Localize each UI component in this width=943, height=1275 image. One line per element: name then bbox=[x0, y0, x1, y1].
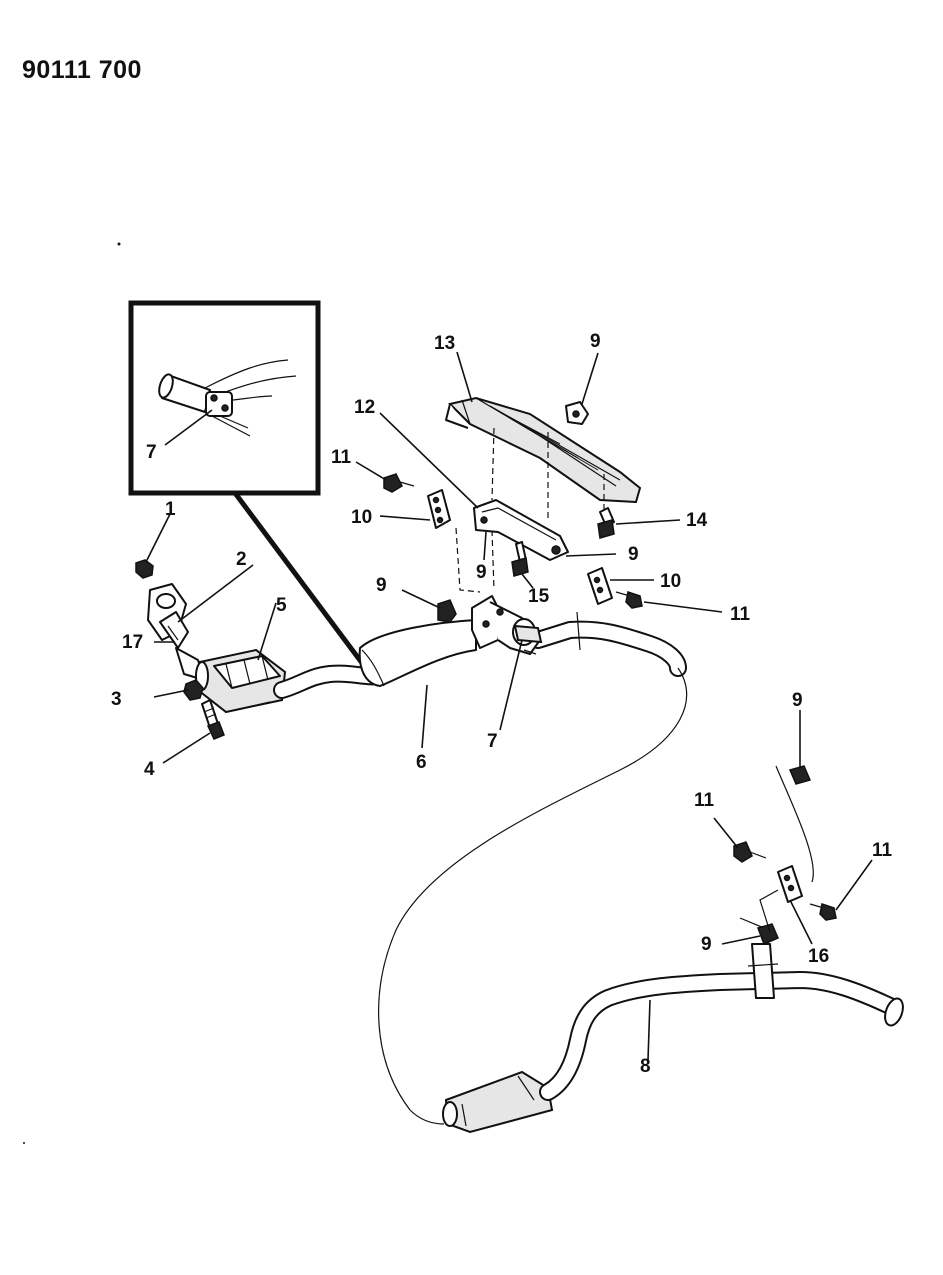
nut-icon bbox=[135, 559, 154, 579]
leader-line bbox=[164, 409, 213, 446]
leader-line bbox=[789, 899, 813, 945]
leader-line bbox=[835, 859, 873, 911]
callout-1: 1 bbox=[165, 499, 176, 520]
muffler-body bbox=[358, 619, 477, 687]
hanger-rod bbox=[775, 765, 814, 883]
hanger-icon bbox=[587, 567, 613, 605]
leader-line bbox=[615, 519, 681, 525]
bolt-icon bbox=[511, 541, 529, 577]
guide-line bbox=[491, 529, 495, 591]
inset-strap bbox=[204, 359, 289, 389]
bolt-icon bbox=[201, 699, 225, 740]
leader-line bbox=[355, 461, 387, 481]
callout-9-left: 9 bbox=[376, 575, 387, 596]
callout-11-right: 11 bbox=[730, 604, 751, 625]
leader-line bbox=[581, 352, 599, 405]
tail-pipe-inner bbox=[541, 973, 897, 1099]
center-pipe-inner bbox=[531, 622, 685, 675]
scan-mark bbox=[117, 242, 121, 246]
callout-2: 2 bbox=[236, 549, 247, 570]
bolt-icon bbox=[597, 507, 615, 539]
nut-icon bbox=[221, 404, 229, 412]
callout-17: 17 bbox=[122, 632, 143, 653]
callout-9-tail: 9 bbox=[701, 934, 712, 955]
leader-line bbox=[499, 639, 523, 731]
bolt-icon bbox=[809, 903, 837, 921]
leader-line bbox=[721, 935, 761, 945]
leader-line bbox=[177, 564, 254, 623]
callout-9-top: 9 bbox=[590, 331, 601, 352]
callout-11-rear-left: 11 bbox=[694, 790, 715, 811]
leader-line bbox=[421, 684, 428, 749]
callout-8: 8 bbox=[640, 1056, 651, 1077]
callout-10-left: 10 bbox=[351, 507, 372, 528]
guide-line bbox=[455, 527, 481, 593]
callout-15: 15 bbox=[528, 586, 550, 607]
pipe-hanger-rod bbox=[576, 611, 581, 651]
document-id: 90111 700 bbox=[22, 56, 142, 84]
callout-12: 12 bbox=[354, 397, 375, 418]
scan-mark bbox=[23, 1142, 25, 1144]
callout-7-inset: 7 bbox=[146, 442, 157, 463]
hanger-rod bbox=[739, 917, 765, 929]
callout-11-rear-right: 11 bbox=[872, 840, 893, 861]
hanger-icon bbox=[565, 401, 589, 425]
hanger-icon bbox=[437, 599, 457, 623]
callout-9-bracket: 9 bbox=[476, 562, 487, 583]
hanger-icon bbox=[788, 765, 812, 785]
inset-link-line bbox=[232, 491, 365, 665]
guide-line bbox=[491, 427, 495, 501]
pipe-route-outline bbox=[378, 667, 688, 1125]
leader-line bbox=[521, 573, 534, 589]
tail-pipe-end bbox=[884, 997, 904, 1027]
muffler-assembly bbox=[358, 619, 477, 687]
rear-muffler bbox=[442, 1070, 554, 1134]
leader-line bbox=[713, 817, 739, 849]
clamp-icon bbox=[471, 595, 543, 655]
leader-line bbox=[565, 553, 617, 557]
bolt-icon bbox=[383, 473, 415, 493]
callout-5: 5 bbox=[276, 595, 287, 616]
leader-line bbox=[456, 351, 473, 403]
gasket-detail bbox=[167, 625, 179, 641]
crossmember bbox=[445, 396, 642, 504]
nut-icon bbox=[183, 679, 204, 701]
callout-14: 14 bbox=[686, 510, 708, 531]
leader-line bbox=[483, 531, 487, 561]
flange-hole bbox=[156, 593, 176, 609]
callout-16: 16 bbox=[808, 946, 829, 967]
leader-line bbox=[379, 412, 479, 509]
callout-9-right: 9 bbox=[628, 544, 639, 565]
hanger-icon bbox=[777, 865, 803, 903]
inset-pipe-end bbox=[158, 373, 174, 399]
leader-line bbox=[145, 511, 172, 563]
gasket bbox=[159, 611, 189, 649]
callout-7-main: 7 bbox=[487, 731, 498, 752]
hanger-bracket bbox=[473, 499, 569, 561]
leader-line bbox=[379, 515, 431, 521]
bolt-icon bbox=[733, 841, 767, 863]
callout-9-far: 9 bbox=[792, 690, 803, 711]
callout-6: 6 bbox=[416, 752, 427, 773]
nut-icon bbox=[210, 394, 218, 402]
bolt-icon bbox=[615, 591, 643, 609]
leader-line bbox=[647, 999, 651, 1061]
leader-line bbox=[401, 589, 441, 609]
inset-strap-tail bbox=[211, 415, 251, 437]
leader-line bbox=[257, 602, 277, 661]
hanger-icon bbox=[427, 489, 451, 529]
insulator-strap bbox=[759, 889, 779, 933]
callout-10-right: 10 bbox=[660, 571, 681, 592]
inset-detail: 7 bbox=[128, 300, 321, 496]
leader-line bbox=[162, 732, 211, 764]
leader-line bbox=[153, 689, 189, 698]
callout-11-top: 11 bbox=[331, 447, 352, 468]
callout-3: 3 bbox=[111, 689, 122, 710]
leader-line bbox=[643, 601, 723, 613]
inset-strap-tail bbox=[219, 415, 249, 429]
callout-4: 4 bbox=[144, 759, 155, 780]
callout-13: 13 bbox=[434, 333, 455, 354]
front-pipe-assembly: 1 2 17 5 3 bbox=[111, 499, 287, 780]
